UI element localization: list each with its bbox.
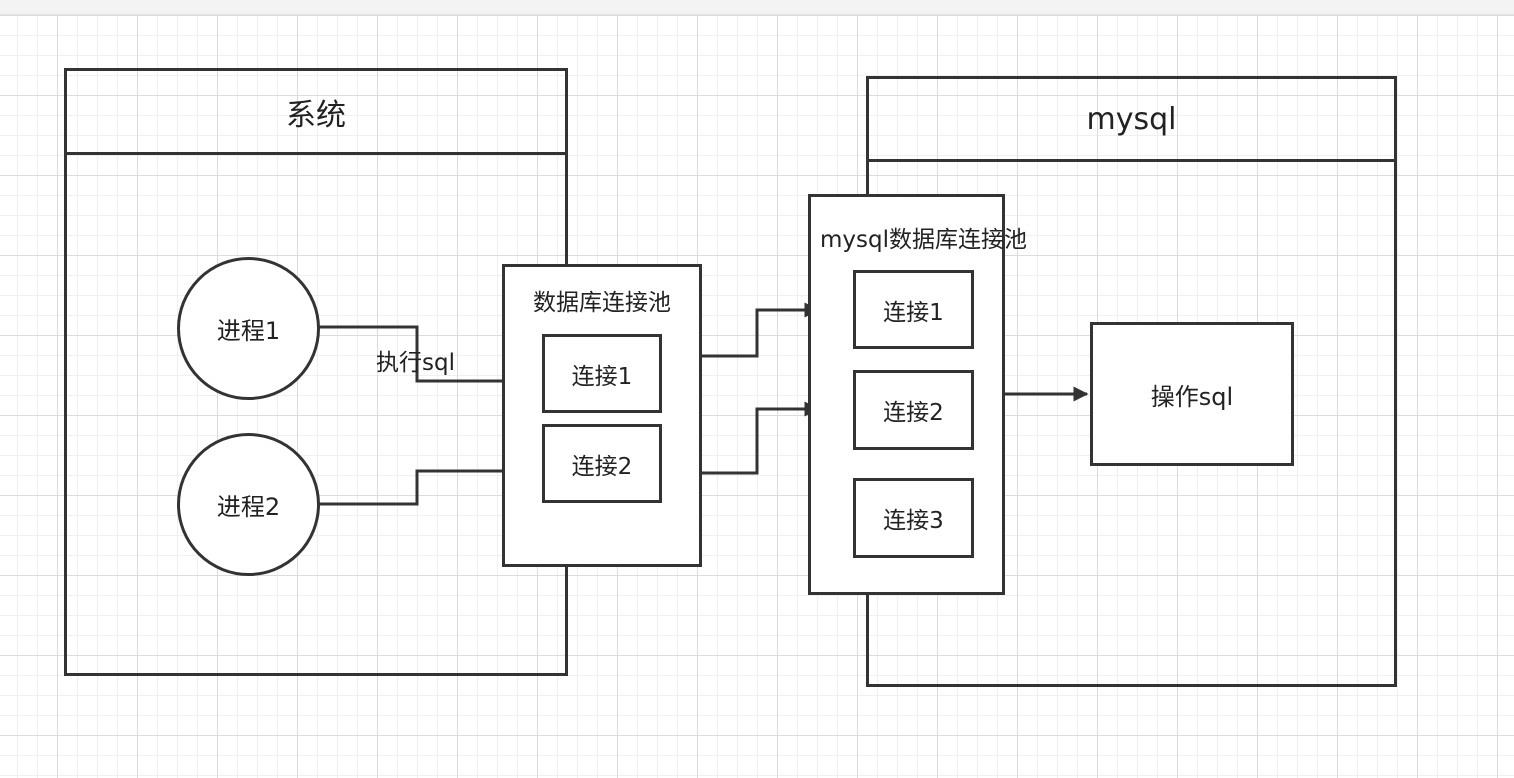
app-pool-conn2[interactable]: 连接2 bbox=[542, 424, 662, 503]
edge-process2-to-pool bbox=[319, 463, 523, 506]
mysql-pool-conn2[interactable]: 连接2 bbox=[853, 370, 974, 450]
mysql-title: mysql bbox=[1086, 101, 1177, 137]
mysql-pool-conn2-label: 连接2 bbox=[883, 400, 944, 426]
app-connection-pool[interactable]: 数据库连接池 bbox=[502, 264, 702, 567]
mysql-pool-conn1-label: 连接1 bbox=[883, 299, 944, 326]
edge-pool-conn2-to-mysql-pool bbox=[702, 401, 820, 475]
mysql-pool-conn3-label: 连接3 bbox=[883, 508, 944, 534]
app-pool-conn1[interactable]: 连接1 bbox=[542, 334, 662, 413]
mysql-header: mysql bbox=[869, 79, 1394, 162]
process2-label: 进程2 bbox=[216, 493, 281, 521]
process2-node[interactable]: 进程2 bbox=[177, 433, 320, 576]
app-pool-conn1-label: 连接1 bbox=[571, 363, 633, 390]
app-pool-title: 数据库连接池 bbox=[533, 290, 671, 316]
app-pool-conn2-label: 连接2 bbox=[571, 453, 633, 480]
mysql-pool-conn3[interactable]: 连接3 bbox=[853, 478, 974, 558]
edge-pool-conn1-to-mysql-pool bbox=[702, 302, 820, 358]
mysql-pool-conn1[interactable]: 连接1 bbox=[853, 270, 974, 349]
edge-process1-to-pool bbox=[319, 325, 523, 389]
system-title: 系统 bbox=[286, 97, 346, 133]
operation-sql-label: 操作sql bbox=[1150, 382, 1234, 411]
system-header: 系统 bbox=[67, 71, 565, 155]
edge-label-execute-sql: 执行sql bbox=[376, 350, 455, 376]
mysql-pool-title: mysql数据库连接池 bbox=[820, 227, 1027, 253]
operation-sql-box[interactable]: 操作sql bbox=[1090, 322, 1294, 466]
process1-node[interactable]: 进程1 bbox=[177, 257, 320, 400]
process1-label: 进程1 bbox=[216, 317, 281, 345]
canvas-top-bar bbox=[0, 0, 1514, 15]
